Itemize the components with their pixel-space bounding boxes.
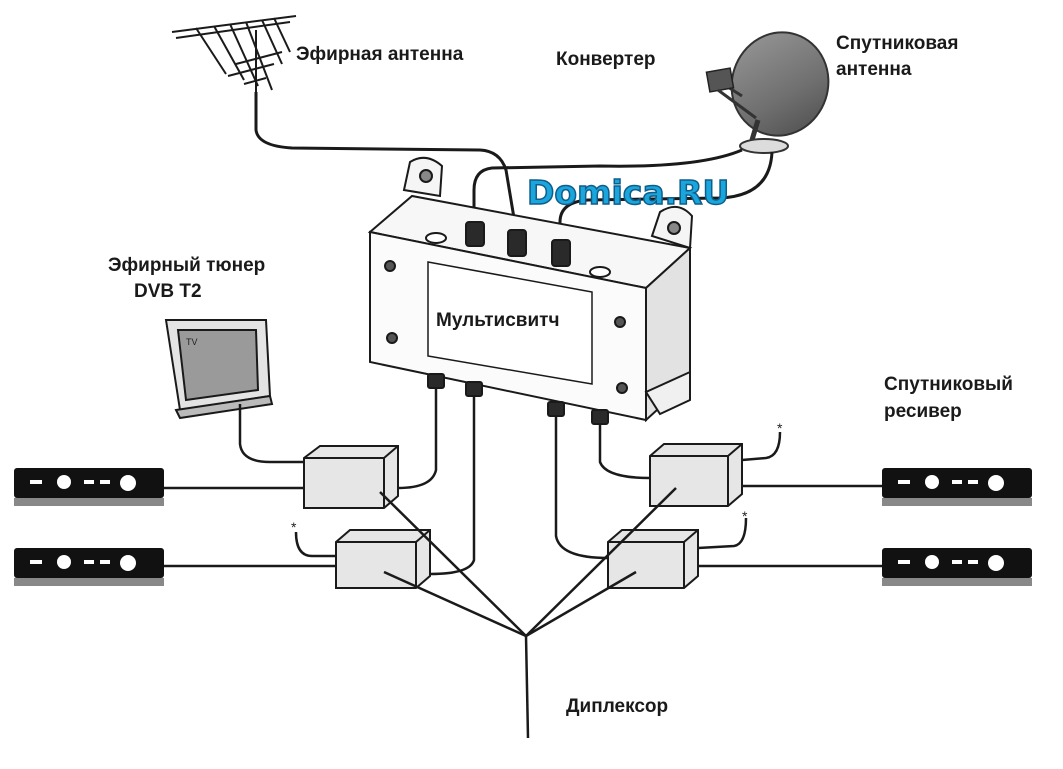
satellite-antenna-label-line1: Спутниковая	[836, 33, 959, 54]
diplexer-label: Диплексор	[566, 696, 669, 717]
multiswitch-icon	[367, 156, 694, 425]
asterisk-marker-3: *	[291, 519, 297, 535]
tv-badge: TV	[186, 337, 198, 347]
satellite-dish-icon	[705, 31, 830, 154]
receiver-left-2	[14, 548, 164, 586]
asterisk-marker-1: *	[777, 420, 783, 436]
asterisk-marker-2: *	[742, 508, 748, 524]
tuner-label-line1: Эфирный тюнер	[108, 255, 266, 276]
diplexer-icon	[303, 443, 743, 589]
antenna-icon	[171, 15, 297, 92]
receiver-left-1	[14, 468, 164, 506]
terrestrial-antenna-label: Эфирная антенна	[296, 44, 464, 65]
receiver-label-line1: Спутниковый	[884, 374, 1013, 395]
receiver-right-2	[882, 548, 1032, 586]
receiver-label-line2: ресивер	[884, 401, 962, 422]
diplexer-box-3	[649, 443, 743, 507]
receiver-right-1	[882, 468, 1032, 506]
diplexer-box-2	[335, 529, 431, 589]
tuner-label-line2: DVB T2	[134, 281, 202, 302]
converter-label: Конвертер	[556, 49, 656, 70]
multiswitch-label: Мультисвитч	[436, 310, 560, 331]
watermark: Domica.RU	[526, 172, 730, 213]
receiver-icon	[14, 468, 1032, 586]
satellite-antenna-label-line2: антенна	[836, 59, 912, 80]
tv-icon: TV	[164, 319, 274, 420]
diplexer-box-1	[303, 445, 399, 509]
